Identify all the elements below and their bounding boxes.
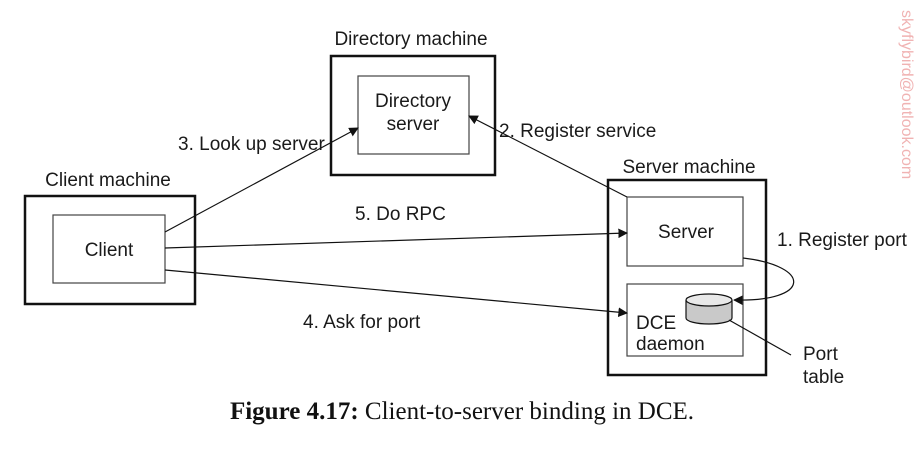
figure-caption-label: Figure 4.17: [229, 398, 359, 425]
client-box [52, 214, 166, 284]
arrow-do-rpc [164, 228, 628, 249]
server-machine-label: Server machine [622, 157, 755, 178]
figure-caption: Figure 4.17: Client-to-server binding in… [0, 398, 924, 426]
dce-daemon-label-line1: DCE [636, 313, 676, 334]
arrow-ask-for-port [164, 269, 628, 317]
label-ask-for-port: 4. Ask for port [303, 312, 421, 333]
client-label: Client [85, 240, 134, 261]
port-table-label-line2: table [803, 367, 844, 388]
client-machine-label: Client machine [45, 170, 171, 191]
port-table-pointer [728, 319, 792, 356]
dce-daemon-label-line2: daemon [636, 334, 705, 355]
label-look-up-server: 3. Look up server [178, 134, 325, 155]
dce-binding-diagram: Directory machine Directory server Clien… [23, 29, 908, 388]
server-box [626, 196, 744, 267]
server-label: Server [658, 222, 715, 243]
arrow-register-port [733, 257, 795, 306]
arrow-register-service [468, 115, 628, 198]
directory-machine-label: Directory machine [334, 29, 487, 50]
label-register-port: 1. Register port [777, 230, 908, 251]
directory-server-box [357, 75, 470, 155]
port-table-cylinder-icon [685, 293, 733, 325]
figure-caption-text: Client-to-server binding in DCE. [364, 398, 695, 425]
directory-server-label-line1: Directory [375, 91, 452, 112]
watermark: skyflybird@outlook.com [898, 10, 915, 180]
label-do-rpc: 5. Do RPC [355, 204, 446, 225]
label-register-service: 2. Register service [499, 121, 656, 142]
port-table-label-line1: Port [803, 344, 839, 365]
directory-server-label-line2: server [387, 114, 440, 135]
arrow-look-up-server [164, 127, 359, 233]
